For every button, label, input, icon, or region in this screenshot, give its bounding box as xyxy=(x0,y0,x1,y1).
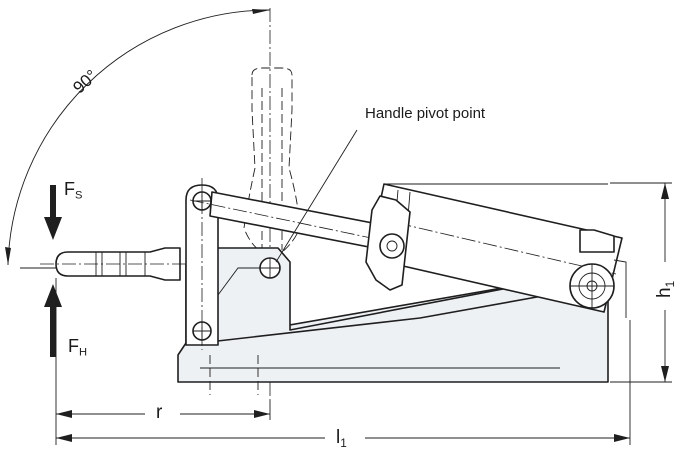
dimension-r-label: r xyxy=(156,402,163,423)
arc-arrowhead-left xyxy=(5,247,11,265)
force-fs-label: FS xyxy=(64,179,83,202)
pivot-leader-line xyxy=(275,129,358,263)
handle-grip xyxy=(40,247,200,281)
dimension-l1 xyxy=(56,320,631,445)
force-fs-arrow xyxy=(44,185,62,240)
arc-arrowhead-top xyxy=(252,9,270,14)
vertical-link xyxy=(185,178,219,350)
dimension-h1-label: h1 xyxy=(654,281,674,298)
dimension-h1 xyxy=(610,182,672,383)
handle-pivot-label: Handle pivot point xyxy=(365,105,486,122)
dimension-l1-label: l1 xyxy=(336,427,347,450)
pneumatic-cylinder xyxy=(365,183,627,318)
force-fh-label: FH xyxy=(68,336,88,359)
force-fh-arrow xyxy=(44,284,62,357)
dimension-r xyxy=(55,278,271,445)
cylinder-front-pivot xyxy=(379,233,405,259)
angle-arc xyxy=(7,9,271,266)
